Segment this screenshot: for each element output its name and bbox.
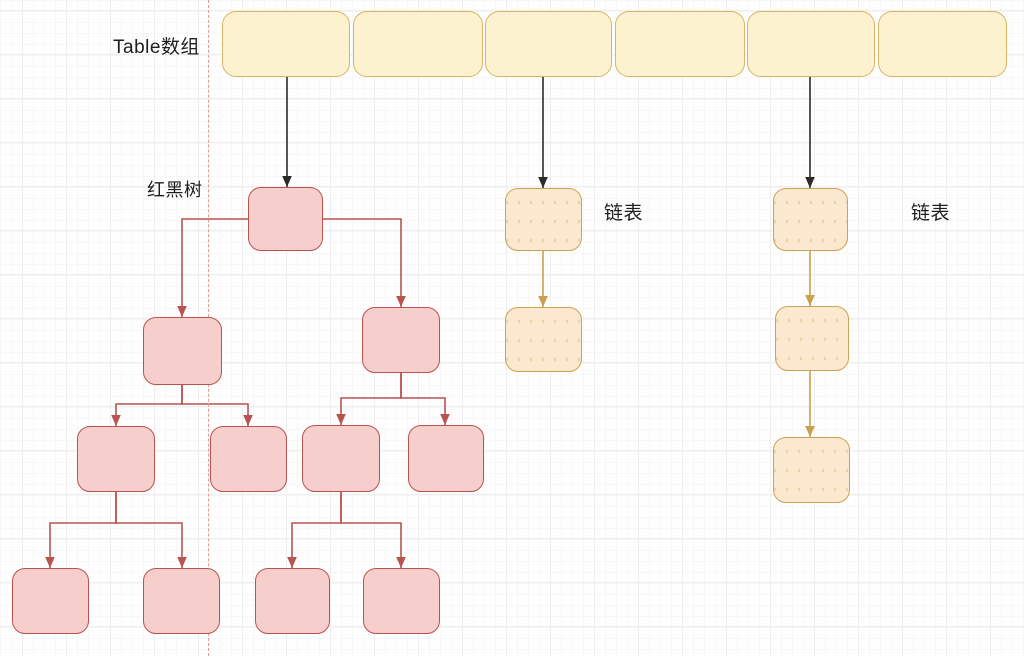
list2-node-3 — [773, 437, 850, 503]
tree-edge-rl-leaf3 — [291, 492, 342, 568]
tree-edge-r-rl-arrowhead — [336, 414, 346, 425]
tree-edge-l-ll-arrowhead — [111, 415, 121, 426]
linked-list-1-label: 链表 — [604, 203, 644, 224]
list2-edge-1-arrowhead — [805, 295, 815, 306]
list2-node-1 — [773, 188, 848, 251]
tree-node-left — [143, 317, 222, 385]
tree-node-leaf-1 — [12, 568, 89, 634]
tree-node-left-right — [210, 426, 287, 492]
tree-edge-r-rr — [400, 373, 446, 425]
array-slot-6 — [878, 11, 1007, 77]
tree-edge-l-lr — [181, 385, 249, 426]
tree-edge-l-ll — [115, 385, 183, 426]
tree-edge-rl-leaf4 — [340, 492, 402, 568]
tree-edge-root-left — [181, 218, 248, 317]
tree-node-right — [362, 307, 440, 373]
list2-edge-2-arrowhead — [805, 426, 815, 437]
array-slot-5 — [747, 11, 875, 77]
tree-node-right-right — [408, 425, 484, 492]
tree-edge-ll-leaf2-arrowhead — [177, 557, 187, 568]
arrow-slot1-to-tree-arrowhead — [282, 176, 292, 187]
tree-edge-ll-leaf1 — [49, 492, 117, 568]
tree-node-leaf-4 — [363, 568, 440, 634]
tree-edge-r-rr-arrowhead — [440, 414, 450, 425]
list1-node-1 — [505, 188, 582, 251]
arrow-slot5-to-list2-arrowhead — [805, 177, 815, 188]
array-slot-3 — [485, 11, 612, 77]
red-black-tree-label: 红黑树 — [147, 180, 203, 200]
tree-edge-ll-leaf2 — [115, 492, 183, 568]
table-array-label: Table数组 — [113, 37, 200, 58]
tree-edge-root-left-arrowhead — [177, 306, 187, 317]
linked-list-2-label: 链表 — [911, 203, 951, 224]
tree-edge-root-right — [323, 218, 402, 307]
tree-edge-ll-leaf1-arrowhead — [45, 557, 55, 568]
tree-node-leaf-3 — [255, 568, 330, 634]
list2-node-2 — [775, 306, 849, 371]
array-slot-2 — [353, 11, 483, 77]
tree-edge-l-lr-arrowhead — [243, 415, 253, 426]
tree-edge-rl-leaf4-arrowhead — [396, 557, 406, 568]
arrow-slot3-to-list1-arrowhead — [538, 177, 548, 188]
tree-edge-root-right-arrowhead — [396, 296, 406, 307]
tree-node-root — [248, 187, 323, 251]
list1-node-2 — [505, 307, 582, 372]
tree-edge-rl-leaf3-arrowhead — [287, 557, 297, 568]
array-slot-4 — [615, 11, 745, 77]
tree-edge-r-rl — [340, 373, 402, 425]
list1-edge-1-arrowhead — [538, 296, 548, 307]
tree-node-leaf-2 — [143, 568, 220, 634]
array-slot-1 — [222, 11, 350, 77]
tree-node-right-left — [302, 425, 380, 492]
tree-node-left-left — [77, 426, 155, 492]
